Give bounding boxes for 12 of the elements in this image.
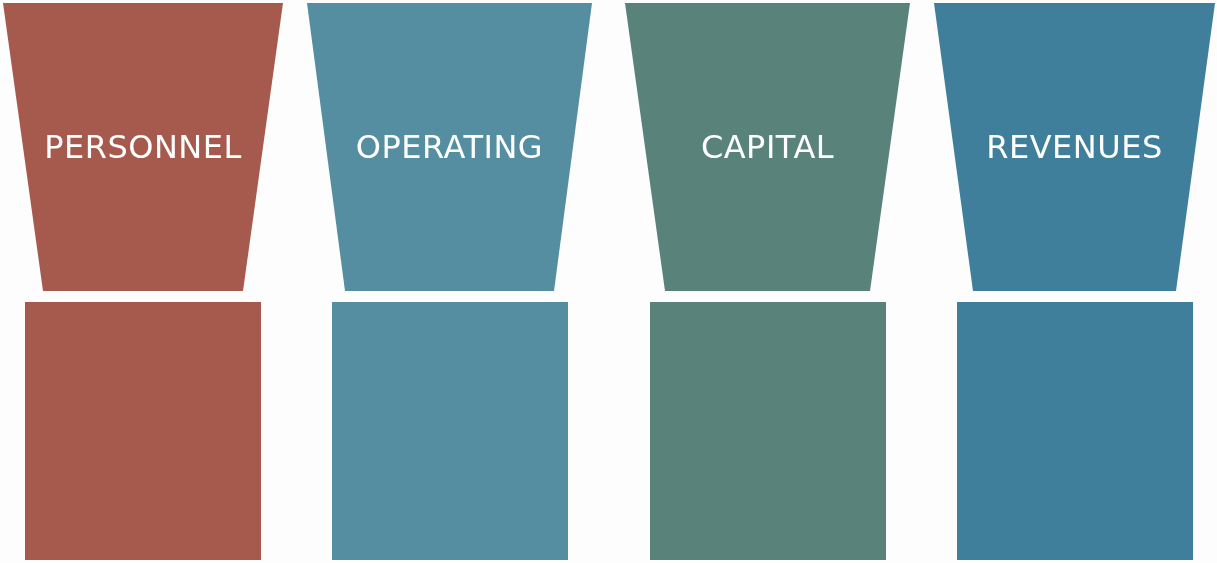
square-panel xyxy=(957,302,1193,560)
square-panel xyxy=(25,302,261,560)
category-heading: PERSONNEL xyxy=(44,128,242,166)
trapezoid-panel xyxy=(3,3,283,291)
trapezoid-panel xyxy=(307,3,592,291)
trapezoid-panel xyxy=(625,3,910,291)
category-heading: REVENUES xyxy=(986,128,1163,166)
category-heading: CAPITAL xyxy=(700,128,835,166)
trapezoid-panel xyxy=(934,3,1215,291)
category-heading: OPERATING xyxy=(355,128,544,166)
square-panel xyxy=(332,302,568,560)
square-panel xyxy=(650,302,886,560)
